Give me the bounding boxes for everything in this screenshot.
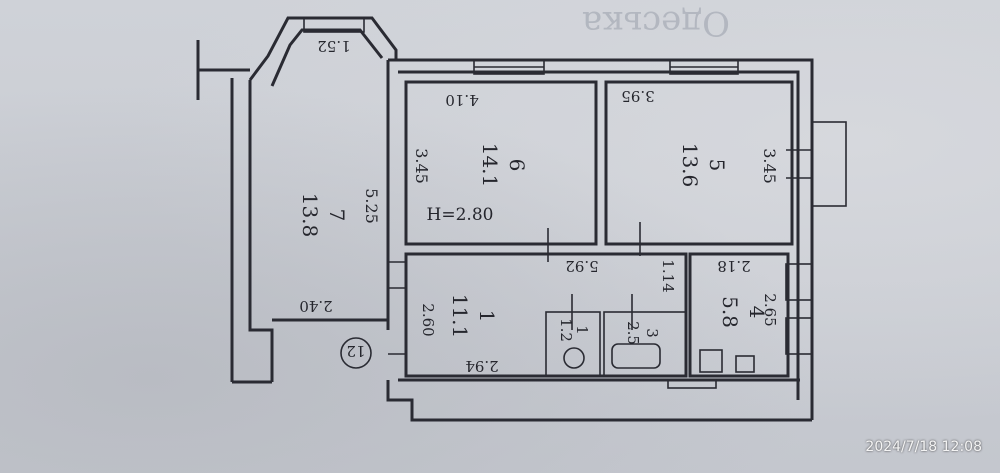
dimension-label: 2.65 [761,293,779,326]
room-number: 3 [643,328,661,338]
dimension-label: 2.60 [419,303,437,336]
room-number: 1 [475,310,499,323]
room-area: 2.5 [624,321,642,345]
room-area: 14.1 [478,143,502,188]
windows [473,59,847,355]
dimension-label: 3.95 [621,87,654,105]
dimension-label: 3.45 [412,148,431,184]
dimension-label: H=2.80 [427,205,494,225]
room-area: 5.8 [718,296,742,328]
room-area: 13.6 [678,143,702,188]
room-area: 11.1 [448,294,472,339]
dimension-label: 4.10 [445,91,478,109]
room-number: 7 [325,209,349,222]
interior-walls [388,80,794,389]
room-area: 1.2 [557,318,575,342]
background-text: Одеська [582,3,730,43]
dimension-label: 1.52 [317,37,350,55]
entrance-label: 12 [346,342,365,360]
room-number: 6 [505,159,529,172]
dimension-label: 3.45 [760,148,779,184]
entrance-marker [340,337,372,369]
room-area: 13.8 [298,193,322,238]
dimension-label: 1.14 [659,259,677,292]
room-number: 1 [573,325,591,335]
dimension-label: 2.40 [299,297,332,315]
dimension-label: 5.92 [565,257,598,275]
room-labels: 7 13.8 6 14.1 5 13.6 1 11.1 4 5.8 1 1.2 … [298,143,769,345]
dimension-label: 2.18 [717,257,750,275]
outer-walls [196,16,814,422]
photo-timestamp: 2024/7/18 12:08 [865,439,982,455]
room-number: 5 [705,159,729,172]
dimension-label: 5.25 [362,188,381,224]
dimension-labels: 1.52 5.25 2.40 4.10 3.45 H=2.80 3.95 3.4… [299,37,779,375]
room-number: 4 [745,306,769,319]
dimension-label: 2.94 [465,357,498,375]
